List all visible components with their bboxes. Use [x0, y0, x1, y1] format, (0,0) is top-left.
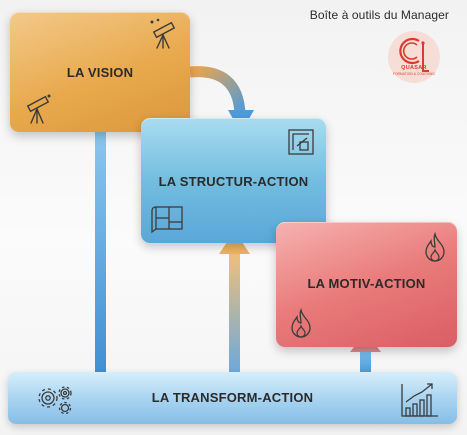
logo-subtitle: FORMATION & COACHING: [393, 72, 435, 76]
vision-box: LA VISION: [10, 12, 190, 132]
gears-icon: [38, 386, 72, 415]
structur-label: LA STRUCTUR-ACTION: [158, 174, 309, 189]
logo-mark-icon: [399, 37, 429, 72]
page-title: Boîte à outils du Manager: [309, 8, 449, 22]
vision-label: LA VISION: [66, 65, 134, 80]
transform-label: LA TRANSFORM-ACTION: [151, 390, 314, 405]
floorplan-icon: [151, 206, 183, 234]
blueprint-icon: [288, 129, 314, 155]
motiv-box: LA MOTIV-ACTION: [276, 222, 457, 347]
arrow-transform-to-structur: [219, 231, 250, 374]
growth-chart-icon: [401, 383, 438, 417]
arrow-transform-to-vision: [85, 97, 116, 374]
telescope-icon: [26, 94, 51, 124]
motiv-label: LA MOTIV-ACTION: [307, 276, 426, 291]
transform-bar: LA TRANSFORM-ACTION: [8, 372, 457, 424]
quasar-logo: QUASAR FORMATION & COACHING: [388, 31, 440, 83]
logo-name: QUASAR: [401, 65, 427, 71]
telescope-icon: [150, 18, 176, 49]
flame-icon: [291, 308, 311, 338]
flame-icon: [425, 232, 445, 262]
